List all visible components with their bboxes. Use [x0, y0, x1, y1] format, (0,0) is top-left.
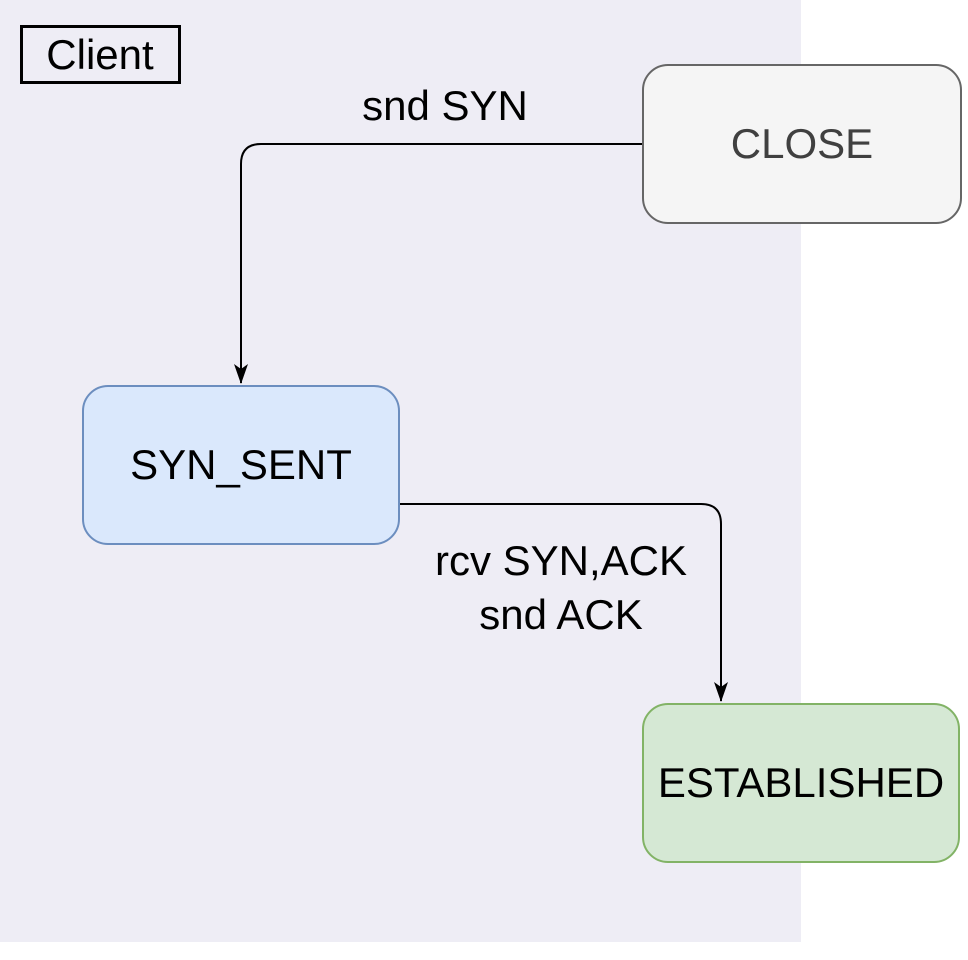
node-close: CLOSE: [642, 64, 962, 224]
node-syn-sent: SYN_SENT: [82, 385, 400, 545]
edge-close-to-syn-sent: [234, 143, 643, 384]
edge-label-snd-ack: snd ACK: [479, 591, 642, 638]
edge-syn-sent-to-established: [399, 503, 728, 702]
node-established: ESTABLISHED: [642, 703, 960, 863]
node-established-box: [642, 703, 960, 863]
client-frame: Client: [20, 25, 181, 84]
node-established-label: ESTABLISHED: [658, 759, 944, 806]
client-frame-label: Client: [46, 31, 154, 78]
edge-label-rcv-syn-ack: rcv SYN,ACK: [435, 537, 687, 584]
node-close-label: CLOSE: [731, 120, 873, 167]
client-frame-box: [20, 25, 181, 84]
node-syn-sent-box: [82, 385, 400, 545]
node-close-box: [642, 64, 962, 224]
edge-label-snd-syn: snd SYN: [362, 82, 528, 129]
node-syn-sent-label: SYN_SENT: [130, 441, 352, 488]
